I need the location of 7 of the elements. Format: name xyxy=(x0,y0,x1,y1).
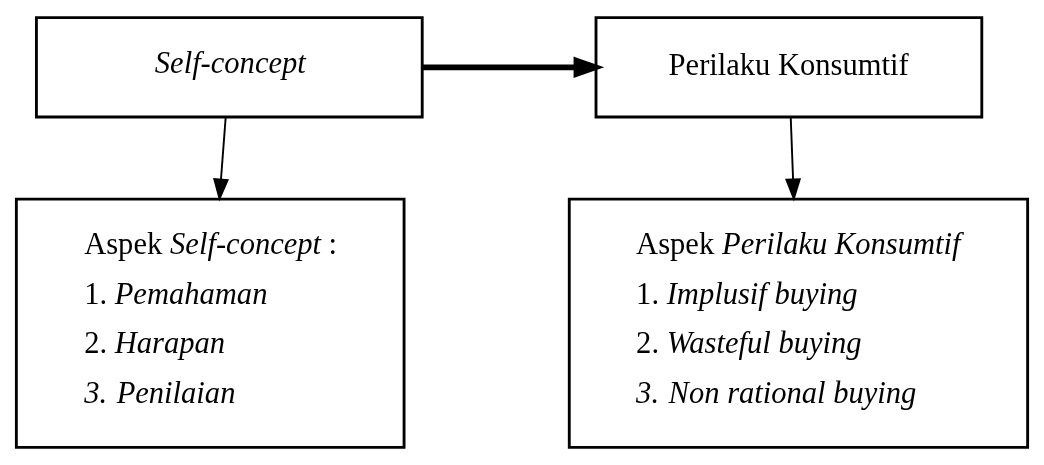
node-box: Perilaku Konsumtif xyxy=(594,16,984,119)
node-box: Aspek Perilaku Konsumtif 1. Implusif buying 2. Wasteful buying 3. Non rational buying xyxy=(567,197,1030,449)
arrow xyxy=(785,116,802,202)
node-box: Aspek Self-concept : 1. Pemahaman 2. Harapan 3. Penilaian xyxy=(14,197,406,449)
arrow xyxy=(213,116,230,202)
arrow xyxy=(422,56,605,78)
node-box: Self-concept xyxy=(35,16,424,119)
